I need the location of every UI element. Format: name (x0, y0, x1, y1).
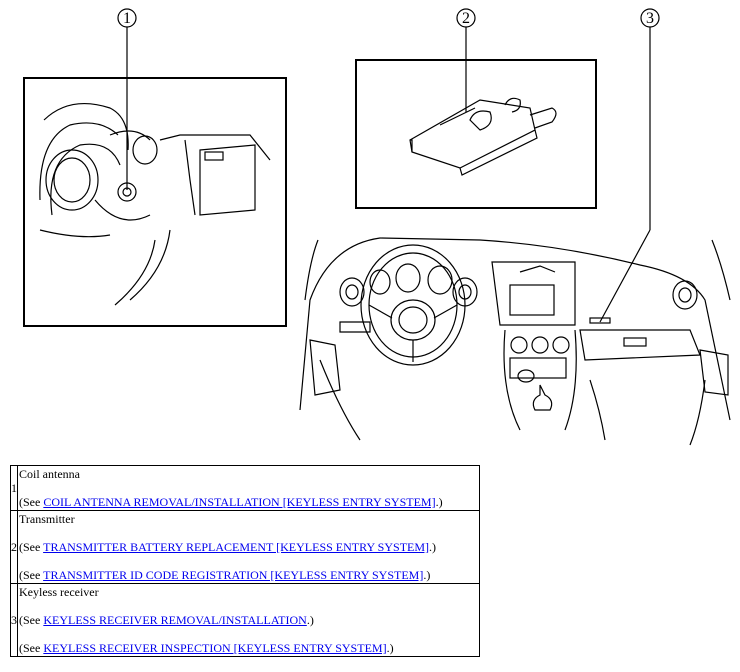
callout-1-label: 1 (123, 10, 131, 27)
ref-suffix: .) (423, 568, 431, 582)
transmitter-id-code-link[interactable]: TRANSMITTER ID CODE REGISTRATION [KEYLES… (43, 568, 424, 582)
part-ref: (See TRANSMITTER ID CODE REGISTRATION [K… (19, 568, 478, 582)
callout-3 (599, 8, 660, 323)
part-ref: (See KEYLESS RECEIVER REMOVAL/INSTALLATI… (19, 613, 478, 627)
table-row: 1 Coil antenna (See COIL ANTENNA REMOVAL… (10, 465, 480, 511)
component-location-drawing: 1 2 3 (23, 8, 731, 446)
coil-antenna-inset (23, 77, 287, 327)
ref-prefix: (See (19, 641, 44, 655)
ref-prefix: (See (19, 540, 44, 554)
callout-1 (117, 8, 137, 190)
keyless-receiver-inspection-link[interactable]: KEYLESS RECEIVER INSPECTION [KEYLESS ENT… (43, 641, 387, 655)
callout-3-label: 3 (646, 10, 654, 27)
transmitter-inset (355, 59, 597, 209)
part-number: 2 (10, 510, 18, 584)
ref-prefix: (See (19, 495, 44, 509)
callout-2-label: 2 (462, 10, 470, 27)
part-name: Coil antenna (19, 467, 80, 481)
ref-suffix: .) (429, 540, 437, 554)
ref-prefix: (See (19, 613, 44, 627)
parts-table: 1 Coil antenna (See COIL ANTENNA REMOVAL… (10, 465, 480, 657)
part-name: Keyless receiver (19, 585, 99, 599)
part-ref: (See TRANSMITTER BATTERY REPLACEMENT [KE… (19, 540, 478, 554)
ref-suffix: .) (306, 613, 314, 627)
transmitter-battery-link[interactable]: TRANSMITTER BATTERY REPLACEMENT [KEYLESS… (43, 540, 430, 554)
part-ref: (See KEYLESS RECEIVER INSPECTION [KEYLES… (19, 641, 478, 655)
ref-suffix: .) (435, 495, 443, 509)
table-row: 3 Keyless receiver (See KEYLESS RECEIVER… (10, 583, 480, 657)
part-cell: Coil antenna (See COIL ANTENNA REMOVAL/I… (17, 465, 480, 511)
dashboard-overview (299, 237, 731, 446)
coil-antenna-removal-link[interactable]: COIL ANTENNA REMOVAL/INSTALLATION [KEYLE… (43, 495, 436, 509)
part-cell: Transmitter (See TRANSMITTER BATTERY REP… (17, 510, 480, 584)
part-cell: Keyless receiver (See KEYLESS RECEIVER R… (17, 583, 480, 657)
part-name: Transmitter (19, 512, 75, 526)
part-number: 3 (10, 583, 18, 657)
table-row: 2 Transmitter (See TRANSMITTER BATTERY R… (10, 510, 480, 584)
part-number: 1 (10, 465, 18, 511)
ref-suffix: .) (386, 641, 394, 655)
callout-2 (456, 8, 476, 112)
component-location-figure: 1 2 3 (23, 8, 731, 446)
ref-prefix: (See (19, 568, 44, 582)
part-ref: (See COIL ANTENNA REMOVAL/INSTALLATION [… (19, 495, 478, 509)
keyless-receiver-removal-link[interactable]: KEYLESS RECEIVER REMOVAL/INSTALLATION (43, 613, 307, 627)
